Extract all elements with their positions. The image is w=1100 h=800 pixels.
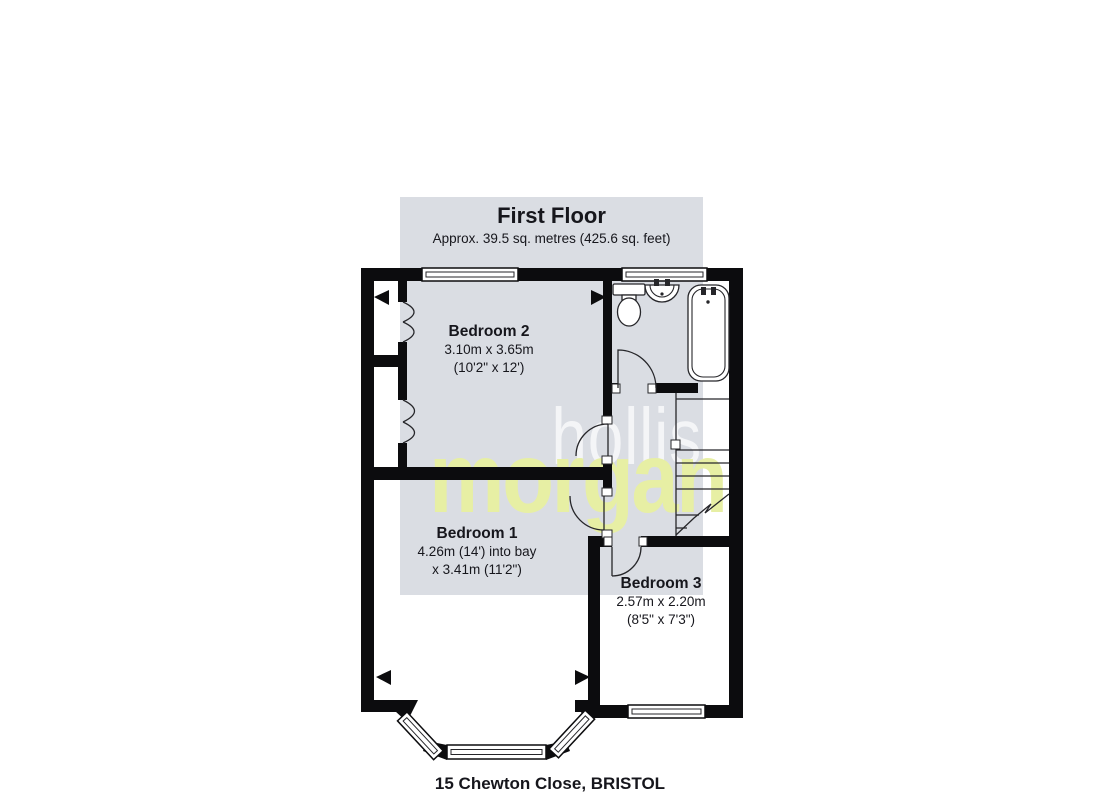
- property-address: 15 Chewton Close, BRISTOL: [434, 774, 666, 793]
- bay-window-left: [396, 710, 445, 761]
- cupboard-bifold-door-top: [402, 301, 415, 343]
- floor-title: First Floor: [497, 203, 606, 228]
- room-name: Bedroom 1: [436, 525, 518, 542]
- room-dim-metric: 3.10m x 3.65m: [444, 342, 534, 358]
- bay-window-right: [547, 709, 596, 759]
- floor-area-subtitle: Approx. 39.5 sq. metres (425.6 sq. feet): [432, 231, 671, 247]
- room-name: Bedroom 3: [620, 575, 702, 592]
- bedroom1-door-arc: [569, 495, 605, 531]
- arrow-left-icon: [374, 290, 389, 305]
- room-name: Bedroom 2: [448, 323, 530, 340]
- arrow-left-icon: [376, 670, 391, 685]
- door-jambs: [601, 383, 681, 547]
- room-label-bedroom3: Bedroom 3 2.57m x 2.20m (8'5" x 7'3"): [576, 574, 746, 628]
- bedroom2-door-arc: [575, 423, 609, 457]
- room-label-bedroom1: Bedroom 1 4.26m (14') into bay x 3.41m (…: [377, 524, 577, 578]
- measurement-arrows: [374, 290, 606, 685]
- room-dim-metric: 4.26m (14') into bay: [417, 544, 537, 560]
- bathtub-icon: [687, 284, 730, 382]
- room-dim-imperial: x 3.41m (11'2"): [432, 561, 522, 577]
- window-bathroom-top: [621, 267, 708, 282]
- plan-header: First Floor Approx. 39.5 sq. metres (425…: [400, 203, 703, 246]
- cupboard-bifold-door-bottom: [402, 399, 416, 444]
- grey-backdrop-band: [400, 197, 703, 595]
- window-bedroom3-bottom: [627, 704, 706, 719]
- room-dim-metric: 2.57m x 2.20m: [616, 594, 706, 610]
- room-dim-imperial: (10'2" x 12'): [453, 359, 525, 375]
- bay-window-center: [446, 744, 547, 760]
- bathroom-door-arc: [617, 349, 657, 389]
- window-bedroom2-top: [421, 267, 519, 282]
- room-dim-imperial: (8'5" x 7'3"): [626, 611, 695, 627]
- arrow-right-icon: [591, 290, 606, 305]
- toilet-icon: [612, 283, 646, 327]
- sink-icon: [644, 279, 680, 303]
- staircase-icon: [675, 393, 730, 536]
- room-label-bedroom2: Bedroom 2 3.10m x 3.65m (10'2" x 12'): [389, 322, 589, 376]
- arrow-right-icon: [575, 670, 590, 685]
- bedroom3-door-arc: [611, 546, 642, 577]
